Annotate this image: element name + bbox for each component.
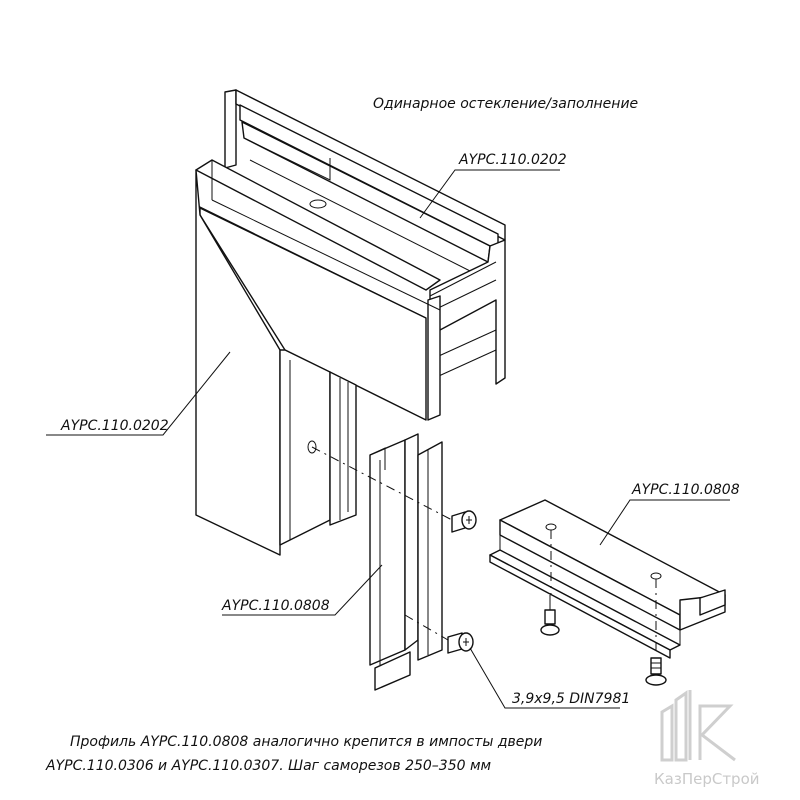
middle-insert-profile (369, 433, 443, 691)
screw-upper (451, 510, 477, 533)
screw-right-2 (645, 657, 667, 686)
label-top-profile: AYPC.110.0202 (458, 152, 567, 168)
watermark-text: КазПерСтрой (654, 770, 760, 788)
left-vertical-profile (195, 169, 357, 556)
right-insert-profile (489, 499, 726, 659)
leader-right-profile (599, 499, 730, 546)
leader-left-profile (46, 351, 231, 436)
watermark-logo (660, 690, 736, 762)
label-mid-profile: AYPC.110.0808 (221, 598, 330, 614)
note-line-2: AYPC.110.0306 и AYPC.110.0307. Шаг самор… (46, 758, 492, 774)
leader-screw (469, 647, 620, 709)
screw-lower (447, 632, 474, 654)
axis-line-lower (404, 614, 449, 641)
top-horizontal-profile (195, 89, 506, 421)
label-screw: 3,9x9,5 DIN7981 (512, 691, 630, 707)
axis-line-upper (311, 446, 453, 521)
label-right-profile: AYPC.110.0808 (631, 482, 740, 498)
label-left-profile: AYPC.110.0202 (60, 418, 169, 434)
leader-top-profile (419, 169, 560, 219)
screw-right-1 (540, 595, 560, 636)
diagram-title: Одинарное остекление/заполнение (373, 96, 638, 112)
leader-mid-profile (222, 564, 383, 616)
note-line-1: Профиль AYPC.110.0808 аналогично крепитс… (70, 734, 543, 750)
